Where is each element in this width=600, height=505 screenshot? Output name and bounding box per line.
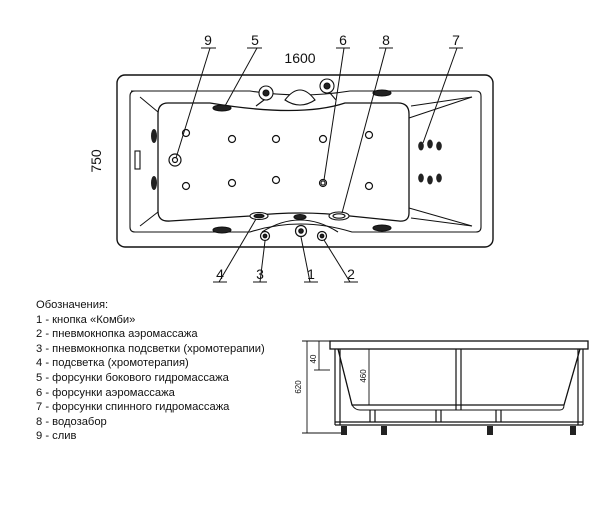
lateral-jet-icon — [212, 104, 232, 112]
tub-inner-rim — [129, 90, 482, 233]
depth-dimension: 460 — [359, 369, 368, 383]
callout-2: 2 — [347, 266, 355, 282]
drain-icon — [168, 153, 182, 167]
top-fittings — [212, 78, 392, 234]
legend-item: 7 - форсунки спинного гидромассажа — [36, 401, 230, 414]
water-intake-icon — [328, 211, 350, 221]
callout-leaders — [175, 47, 463, 283]
length-dimension: 1600 — [284, 50, 315, 66]
side-rim — [329, 340, 589, 350]
legend-item: 9 - слив — [36, 430, 77, 443]
control-buttons — [259, 224, 328, 242]
lateral-jet-icon — [212, 226, 232, 234]
air-jets — [181, 128, 374, 191]
callout-6: 6 — [339, 32, 347, 48]
legend-item: 3 - пневмокнопка подсветки (хромотерапии… — [36, 342, 265, 355]
legend-item: 1 - кнопка «Комби» — [36, 313, 136, 326]
callout-7: 7 — [452, 32, 460, 48]
tap-knob-left-icon — [262, 89, 270, 97]
tub-ledge-lines — [139, 96, 473, 227]
aero-jet-marker — [320, 180, 326, 186]
legend-item: 5 - форсунки бокового гидромассажа — [36, 371, 229, 384]
side-frame — [334, 349, 584, 426]
lateral-jet-icon — [372, 224, 392, 232]
headrest-handle-icon — [134, 150, 141, 170]
callout-5: 5 — [251, 32, 259, 48]
tub-outer-rim — [116, 74, 494, 248]
callout-numbers: 9 5 6 8 7 4 3 1 2 — [204, 32, 460, 282]
height-dimension: 620 — [294, 380, 303, 394]
tub-basin — [157, 102, 410, 222]
legend-title: Обозначения: — [36, 299, 109, 311]
callout-1: 1 — [307, 266, 315, 282]
width-dimension: 750 — [88, 149, 104, 173]
top-view — [116, 74, 494, 248]
legend: Обозначения: 1 - кнопка «Комби» 2 - пнев… — [36, 298, 296, 444]
legend-item: 6 - форсунки аэромассажа — [36, 386, 175, 399]
spout-icon — [284, 89, 316, 106]
side-view — [302, 340, 589, 435]
left-side-jets — [134, 129, 157, 190]
legend-item: 2 - пневмокнопка аэромассажа — [36, 328, 198, 341]
side-shell — [337, 348, 581, 406]
callout-3: 3 — [256, 266, 264, 282]
small-jet-icon — [293, 213, 307, 221]
tap-knob-right-icon — [323, 82, 331, 90]
legend-item: 4 - подсветка (хромотерапия) — [36, 357, 189, 370]
callout-9: 9 — [204, 32, 212, 48]
back-jets — [418, 139, 442, 185]
rim-dimension: 40 — [309, 354, 318, 363]
callout-4: 4 — [216, 266, 224, 282]
fittings-bottom — [249, 211, 350, 221]
legend-item: 8 - водозабор — [36, 415, 107, 428]
lateral-jet-icon — [372, 89, 392, 97]
side-feet — [341, 426, 576, 435]
callout-8: 8 — [382, 32, 390, 48]
